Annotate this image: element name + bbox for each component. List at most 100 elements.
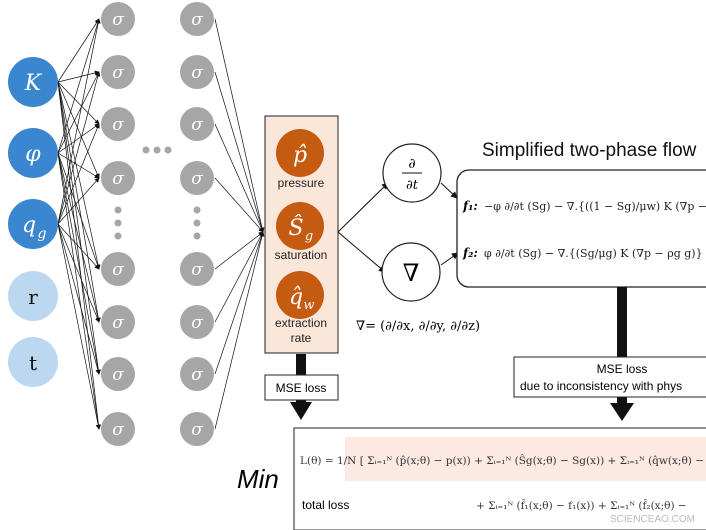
edge (214, 231, 265, 430)
edge (57, 223, 100, 270)
hidden-node: σ (180, 161, 214, 195)
input-node-phi: φ (8, 128, 58, 178)
svg-text:σ: σ (191, 10, 203, 30)
svg-text:σ: σ (112, 365, 124, 385)
hidden-node: σ (101, 107, 135, 141)
svg-text:σ: σ (112, 169, 124, 189)
hidden-node: σ (180, 55, 214, 89)
edge (214, 123, 264, 233)
svg-text:σ: σ (191, 260, 203, 280)
svg-text:φ: φ (25, 142, 41, 167)
svg-text:saturation: saturation (275, 248, 328, 262)
svg-text:∇: ∇ (403, 259, 420, 287)
edge (57, 177, 100, 225)
edge (57, 81, 100, 125)
svg-text:q: q (22, 213, 36, 238)
mse-loss-right-title: MSE loss (597, 362, 648, 376)
f1-label: f₁: (462, 199, 478, 213)
loss-equation-line2: + Σᵢ₌₁ᴺ (f̂₁(x;θ) − f₁(x)) + Σᵢ₌₁ᴺ (f̂₂(… (476, 499, 687, 512)
edge (214, 71, 265, 233)
edge (57, 152, 101, 375)
output-layer: p̂ pressure Ŝ g saturation q̂ w extracti… (264, 115, 339, 354)
edge (57, 71, 101, 225)
physics-panel: Simplified two-phase flow f₁: −φ ∂/∂t (S… (456, 140, 706, 288)
hidden-node: σ (101, 357, 135, 391)
edge (57, 123, 100, 225)
hidden-node: σ (101, 305, 135, 339)
svg-text:σ: σ (112, 115, 124, 135)
loss-equation-line1: L(θ) = 1/N [ Σᵢ₌₁ᴺ (p̂(x;θ) − p(x)) + Σᵢ… (300, 453, 704, 467)
svg-text:g: g (38, 226, 47, 242)
edge (57, 223, 100, 323)
svg-text:σ: σ (191, 115, 203, 135)
svg-text:w: w (303, 298, 314, 313)
svg-text:σ: σ (112, 10, 124, 30)
svg-text:σ: σ (191, 365, 203, 385)
svg-text:g: g (305, 229, 313, 244)
svg-text:σ: σ (191, 169, 203, 189)
input-node-qg: q g (8, 199, 58, 249)
edge (214, 231, 264, 375)
ellipsis-dots (114, 146, 201, 240)
edge (214, 231, 264, 270)
f1-equation: −φ ∂/∂t (Sg) − ∇.{((1 − Sg)/μw) K (∇p − … (484, 200, 706, 213)
output-node-saturation: Ŝ g saturation (275, 202, 328, 262)
mse-loss-left: MSE loss (276, 381, 327, 395)
edge (57, 18, 101, 225)
svg-text:σ: σ (191, 420, 203, 440)
output-node-extraction-rate: q̂ w extraction rate (275, 271, 327, 345)
hidden-node: σ (101, 2, 135, 36)
edge (57, 81, 101, 323)
edge (214, 18, 265, 233)
hidden-node: σ (180, 305, 214, 339)
mse-loss-right-desc: due to inconsistency with phys (520, 379, 682, 393)
watermark: SCIENCEAO.COM (610, 514, 695, 525)
edge (57, 71, 100, 154)
input-node-k: K (8, 57, 58, 107)
min-label: Min (237, 464, 279, 494)
hidden-node: σ (180, 252, 214, 286)
loss-flow: MSE loss MSE loss due to inconsistency w… (264, 287, 706, 421)
svg-text:p̂: p̂ (293, 143, 307, 168)
svg-text:σ: σ (191, 313, 203, 333)
svg-text:σ: σ (112, 313, 124, 333)
svg-text:t: t (29, 351, 37, 375)
edge (57, 81, 101, 270)
hidden-node: σ (101, 55, 135, 89)
operators: ∂ ∂t ∇ ∇= (∂/∂x, ∂/∂y, ∂/∂z) (337, 143, 480, 334)
svg-text:Ŝ: Ŝ (288, 214, 303, 241)
svg-text:∂t: ∂t (406, 178, 419, 193)
svg-text:σ: σ (112, 420, 124, 440)
hidden-node: σ (180, 357, 214, 391)
hidden-node: σ (101, 252, 135, 286)
svg-text:σ: σ (112, 260, 124, 280)
edge (57, 152, 100, 179)
svg-text:q̂: q̂ (289, 285, 303, 310)
svg-text:extraction: extraction (275, 316, 327, 330)
edge (57, 18, 100, 83)
total-loss-label: total loss (302, 498, 349, 512)
svg-text:rate: rate (291, 331, 312, 345)
input-node-t: t (8, 337, 58, 387)
edge (57, 152, 100, 270)
nabla-operator: ∇ (381, 242, 441, 302)
f2-equation: φ ∂/∂t (Sg) − ∇.{(Sg/μg) K (∇p − ρg g)} … (484, 247, 706, 260)
edge (214, 231, 264, 323)
hidden-node: σ (180, 412, 214, 446)
f2-label: f₂: (462, 246, 478, 260)
edge (57, 81, 100, 179)
edge (57, 18, 101, 154)
svg-text:pressure: pressure (278, 176, 325, 190)
physics-title: Simplified two-phase flow (482, 140, 697, 161)
nabla-definition: ∇= (∂/∂x, ∂/∂y, ∂/∂z) (356, 319, 480, 334)
hidden-node: σ (101, 161, 135, 195)
svg-text:K: K (24, 71, 43, 96)
svg-text:σ: σ (112, 63, 124, 83)
edge (214, 177, 264, 233)
hidden-layers: σ σ σ σ σ σ σ σ σ σ σ σ σ σ σ σ (101, 2, 214, 446)
svg-text:σ: σ (191, 63, 203, 83)
network-edges (57, 18, 265, 430)
edge (57, 70, 100, 83)
edge (57, 223, 101, 430)
